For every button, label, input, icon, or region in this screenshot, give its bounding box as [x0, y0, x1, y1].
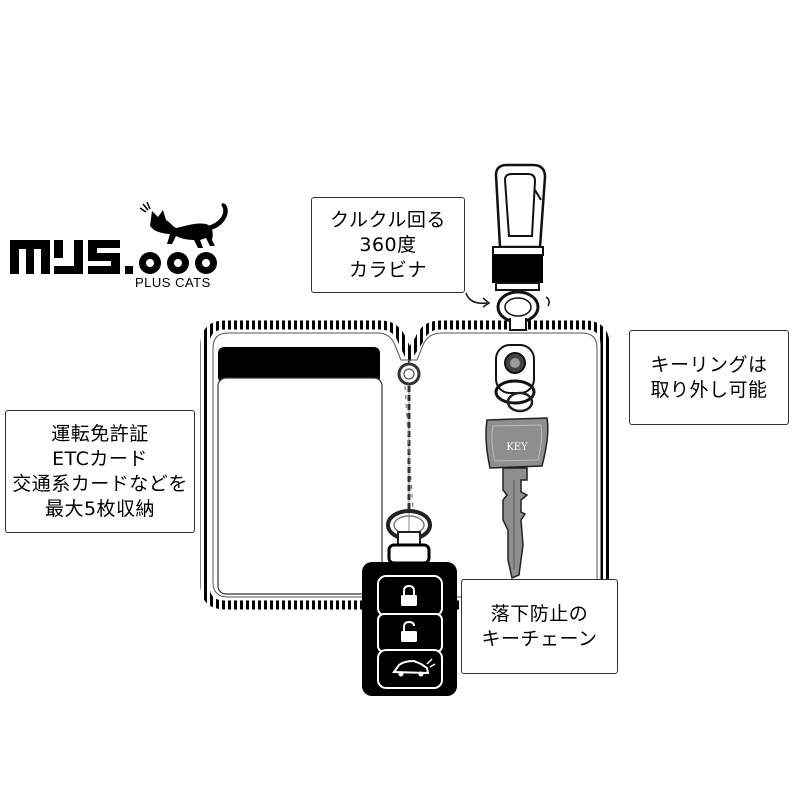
callout-line: 取り外し可能 [650, 378, 768, 401]
callout-line: キーリングは [650, 353, 768, 376]
lock-closed-icon [401, 584, 417, 606]
carabiner [465, 163, 550, 331]
card-pocket [217, 347, 383, 595]
callout-line: 落下防止の [490, 602, 589, 625]
callout-line: 運転免許証 [51, 422, 149, 445]
key-label: KEY [506, 442, 528, 453]
callout-carabiner: クルクル回る 360度 カラビナ [311, 197, 465, 293]
cat-icon [139, 201, 228, 248]
callout-line: 交通系カードなどを [12, 472, 188, 495]
brand-subtitle: PLUS CATS [135, 275, 211, 290]
key: KEY [485, 417, 549, 580]
key-ring [494, 344, 536, 413]
callout-keyring: キーリングは 取り外し可能 [629, 330, 789, 425]
callout-line: 最大5枚収納 [44, 497, 156, 520]
callout-line: カラビナ [348, 258, 427, 281]
car-trunk-icon [392, 658, 436, 677]
lock-open-icon [401, 620, 417, 642]
brand-logo [10, 240, 217, 274]
callout-chain: 落下防止の キーチェーン [461, 579, 618, 674]
callout-line: 360度 [359, 233, 417, 256]
callout-cards: 運転免許証 ETCカード 交通系カードなどを 最大5枚収納 [5, 410, 195, 533]
callout-line: キーチェーン [481, 627, 598, 650]
callout-line: クルクル回る [330, 208, 446, 231]
car-key-fob [362, 543, 457, 696]
callout-line: ETCカード [52, 447, 148, 470]
